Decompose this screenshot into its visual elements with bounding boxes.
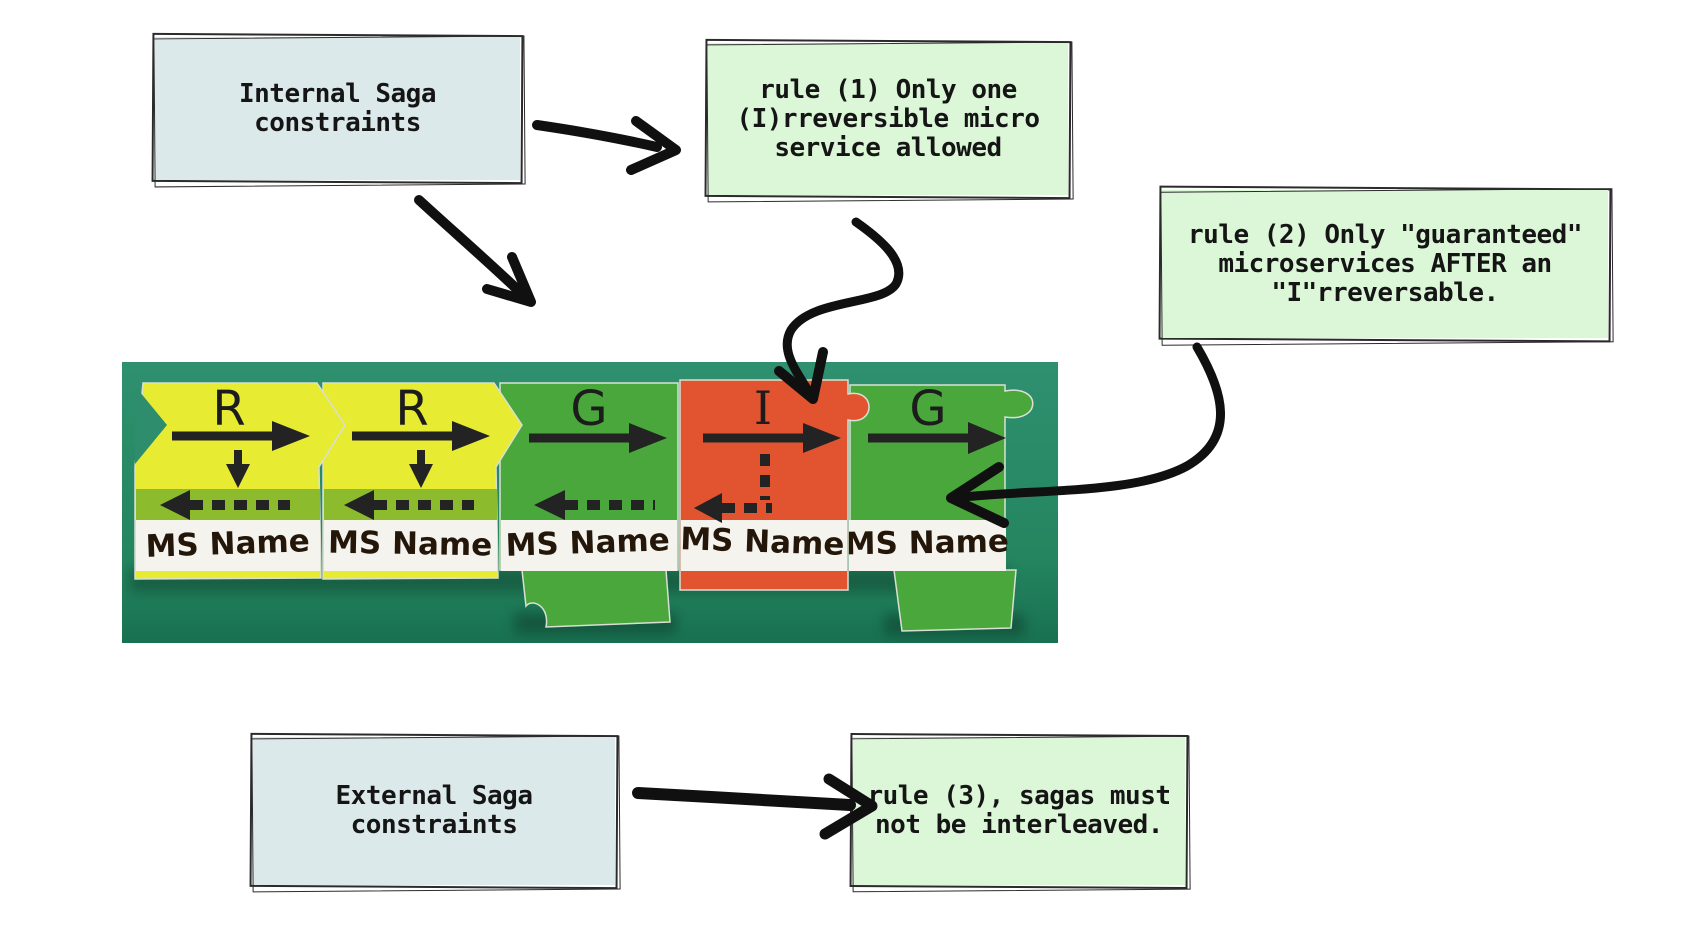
box-line: External Saga xyxy=(335,781,534,811)
compensation-arrow-head xyxy=(534,490,565,520)
box-text: External Saga constraints xyxy=(248,732,620,890)
piece-label: R xyxy=(212,381,245,437)
compensation-arrow-head xyxy=(344,490,374,520)
box-line: rule (2) Only "guaranteed" xyxy=(1188,219,1583,250)
piece-label: G xyxy=(909,381,946,437)
box-fill xyxy=(155,37,520,180)
box-fill xyxy=(853,737,1185,885)
forward-arrow-head xyxy=(272,421,310,451)
box-fill xyxy=(253,737,615,885)
box-text: rule (2) Only "guaranteed" microservices… xyxy=(1157,185,1613,343)
ms-name-text: MS Name xyxy=(145,523,310,565)
box-line: Internal Saga xyxy=(239,78,437,109)
ms-name-band xyxy=(324,520,497,571)
box-line: constraints xyxy=(350,810,518,840)
box-fill xyxy=(708,43,1068,195)
rule-3-box: rule (3), sagas must not be interleaved. xyxy=(848,732,1190,890)
ms-name-band xyxy=(681,520,847,571)
piece-label: R xyxy=(395,381,428,437)
box-line: not be interleaved. xyxy=(875,810,1163,840)
ms-name-text: MS Name xyxy=(328,525,493,564)
saga-puzzle-photo: G MS Name I MS Name G xyxy=(122,362,1058,643)
box-text: rule (3), sagas must not be interleaved. xyxy=(848,732,1190,890)
piece-label: I xyxy=(754,381,772,435)
arrow-internal-to-rule1 xyxy=(532,116,681,175)
compensation-arrow-head xyxy=(160,490,190,520)
ms-name-band xyxy=(136,520,320,571)
down-arrow-head xyxy=(226,464,250,488)
guaranteed-piece-3: G MS Name xyxy=(499,381,679,628)
box-line: service allowed xyxy=(774,132,1002,163)
forward-arrow-head xyxy=(629,423,667,453)
box-fill xyxy=(1162,190,1608,338)
puzzle-photo-svg: G MS Name I MS Name G xyxy=(122,362,1058,643)
internal-saga-constraints-box: Internal Saga constraints xyxy=(150,32,525,185)
ms-name-text: MS Name xyxy=(680,521,845,563)
down-arrow-head xyxy=(409,464,433,488)
box-line: "I"rreversable. xyxy=(1271,277,1499,308)
box-line: rule (1) Only one xyxy=(759,74,1017,105)
external-saga-constraints-box: External Saga constraints xyxy=(248,732,620,890)
box-text: Internal Saga constraints xyxy=(150,32,525,185)
arrow-internal-to-photo xyxy=(414,195,536,307)
ms-name-band xyxy=(849,520,1006,571)
forward-arrow-head xyxy=(452,421,490,451)
box-line: rule (3), sagas must xyxy=(867,781,1171,811)
reversible-piece-1: R MS Name xyxy=(134,381,346,580)
box-line: microservices AFTER an xyxy=(1218,248,1552,279)
forward-arrow-head xyxy=(803,423,841,453)
irreversible-piece: I MS Name xyxy=(679,379,870,591)
rule-1-box: rule (1) Only one (I)rreversible micro s… xyxy=(703,38,1073,200)
ms-name-text: MS Name xyxy=(505,522,670,564)
rule-2-box: rule (2) Only "guaranteed" microservices… xyxy=(1157,185,1613,343)
ms-name-text: MS Name xyxy=(844,524,1009,563)
compensation-arrow-head xyxy=(694,493,722,523)
box-line: constraints xyxy=(254,107,421,138)
left-notch xyxy=(135,386,167,464)
arrow-external-to-rule3 xyxy=(632,773,878,840)
ms-name-band xyxy=(501,520,677,571)
box-text: rule (1) Only one (I)rreversible micro s… xyxy=(703,38,1073,200)
reversible-piece-2: R MS Name xyxy=(322,381,523,580)
box-line: (I)rreversible micro xyxy=(736,103,1040,134)
piece-label: G xyxy=(570,381,607,437)
